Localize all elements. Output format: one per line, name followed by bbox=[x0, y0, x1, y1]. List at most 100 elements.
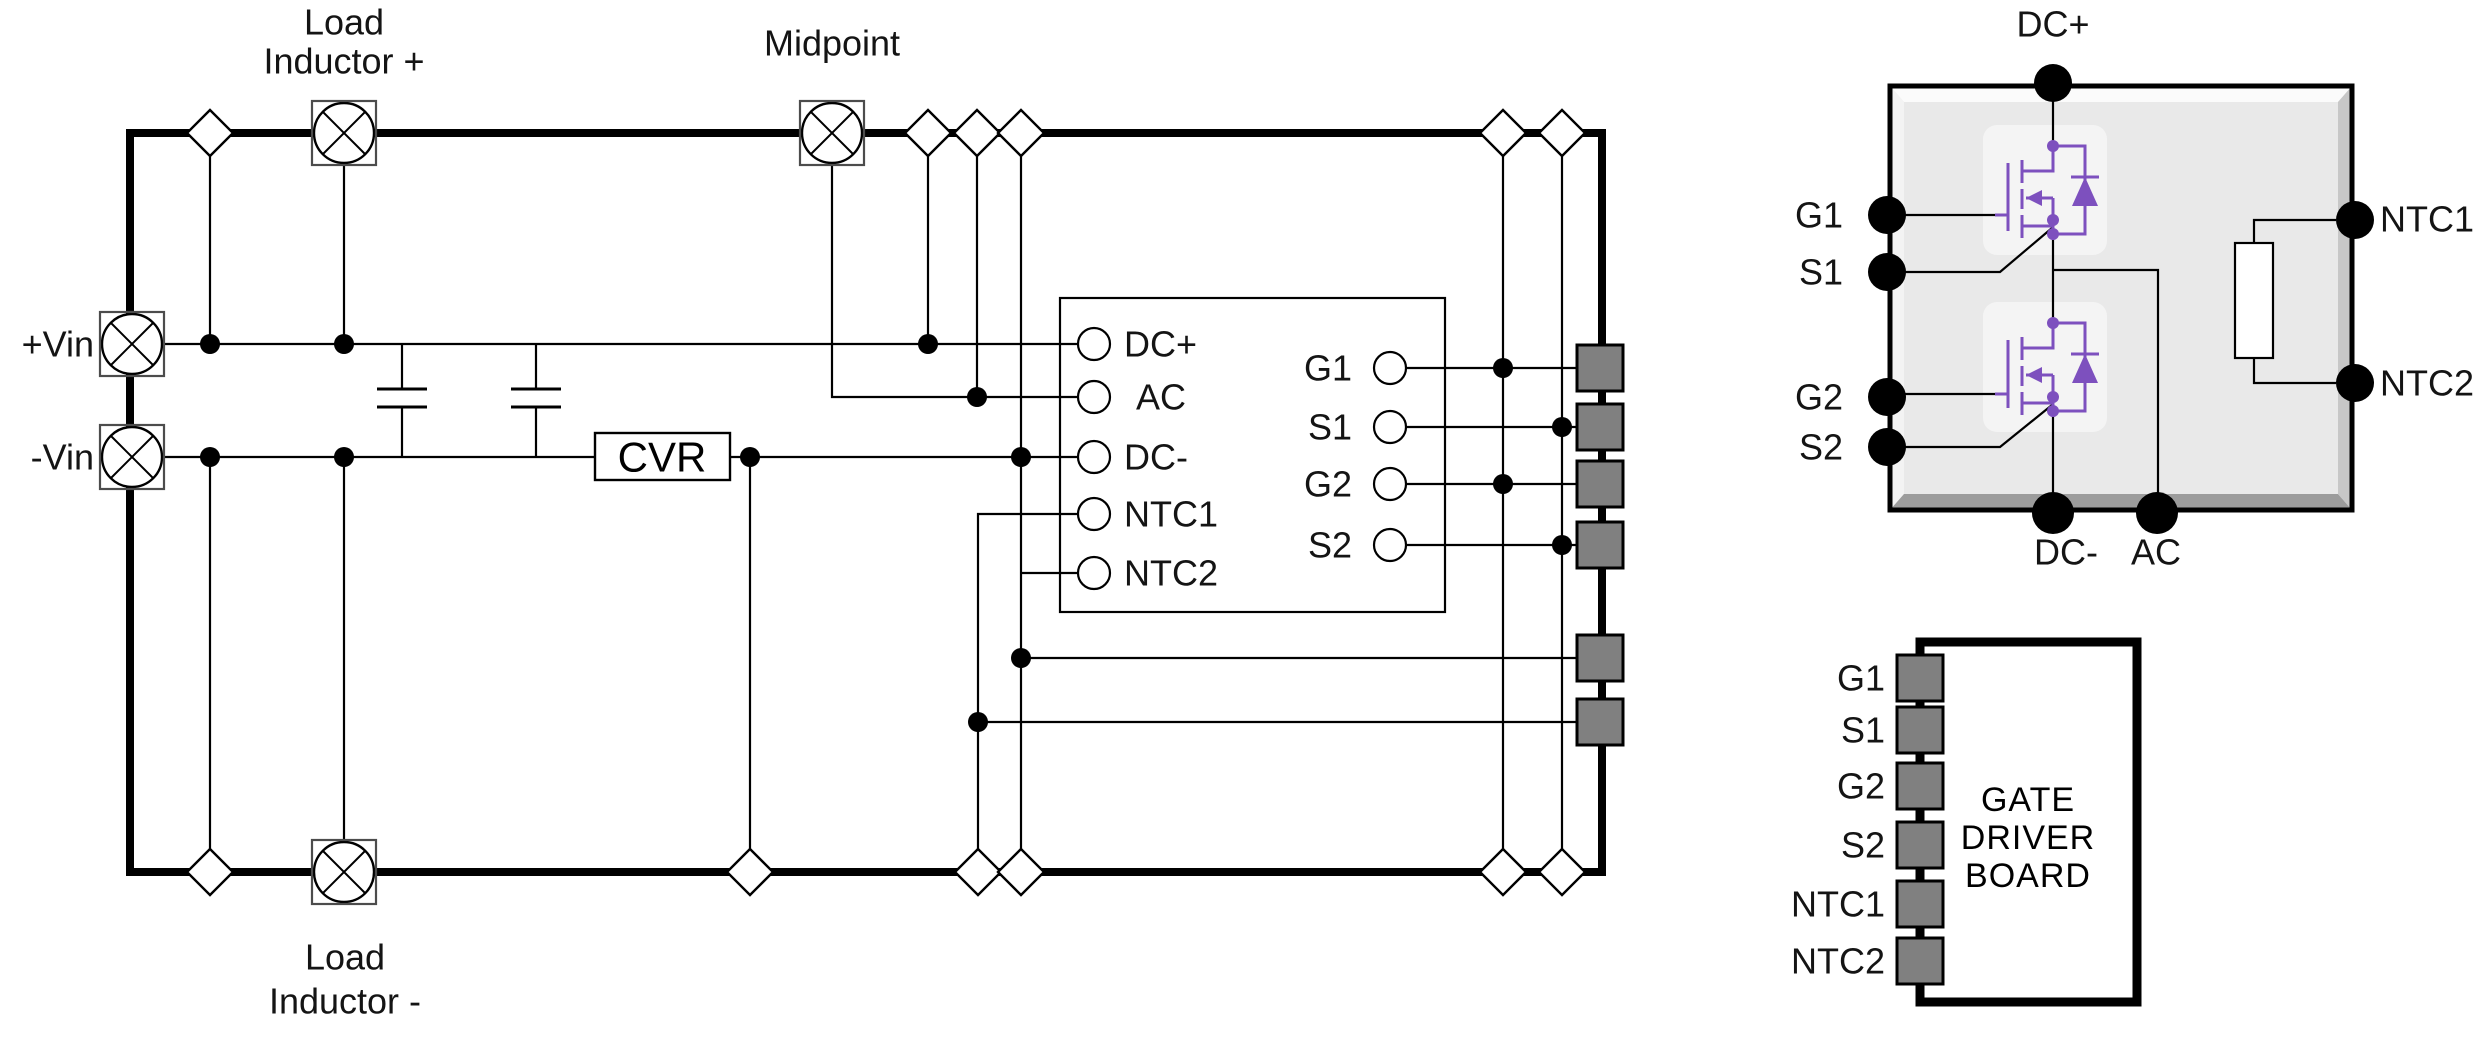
pin-hole-s2 bbox=[1372, 527, 1408, 563]
board-edge-pads bbox=[1575, 343, 1625, 747]
gd-pad-ntc1 bbox=[1895, 879, 1945, 929]
diamond-top-left bbox=[185, 108, 235, 158]
pin-g2 bbox=[1868, 378, 1906, 416]
pin-ntc2 bbox=[2336, 364, 2374, 402]
gate-lead bbox=[1995, 340, 2010, 408]
board-outline bbox=[126, 129, 1606, 876]
pad-ntc1 bbox=[1575, 697, 1625, 747]
diamond-bottom-cvr bbox=[725, 847, 775, 897]
cvr-label: CVR bbox=[618, 434, 707, 481]
main-board: CVR DC+ AC DC- NTC1 NTC2 G1 S1 G2 S2 bbox=[22, 2, 1625, 1022]
label-midpoint: Midpoint bbox=[764, 23, 900, 64]
diamond-bottom-ntc1 bbox=[953, 847, 1003, 897]
pin-ac bbox=[2136, 492, 2178, 534]
cvr-box bbox=[593, 431, 732, 482]
ntc-leads bbox=[2252, 218, 2336, 385]
module-border bbox=[1887, 83, 2355, 513]
capacitor-plates bbox=[377, 387, 427, 409]
dut-pin-label-s1: S1 bbox=[1308, 407, 1352, 448]
drain-lead bbox=[2022, 323, 2055, 350]
terminal-x-icon bbox=[322, 111, 366, 155]
gd-label-g1: G1 bbox=[1837, 658, 1885, 699]
module-label-dcplus: DC+ bbox=[2016, 4, 2089, 45]
mosfet-die-upper bbox=[1983, 125, 2107, 255]
terminal-box bbox=[98, 423, 166, 491]
link-s2-kelvin bbox=[1887, 404, 2053, 449]
dut-pin-label-dcminus: DC- bbox=[1124, 437, 1188, 478]
pin-dc-minus bbox=[2032, 492, 2074, 534]
terminal-x-icon bbox=[110, 435, 154, 479]
dut-pin-label-g2: G2 bbox=[1304, 464, 1352, 505]
diamond-top-mid-2 bbox=[952, 108, 1002, 158]
link-ac bbox=[2053, 268, 2160, 513]
module-body bbox=[1890, 86, 2352, 510]
capacitor-plates bbox=[511, 387, 561, 409]
label-vin-minus: -Vin bbox=[31, 437, 94, 478]
label-load-inductor-plus-line2: Inductor + bbox=[263, 41, 424, 82]
dut-footprint: DC+ AC DC- NTC1 NTC2 G1 S1 G2 S2 bbox=[1058, 296, 1447, 614]
pin-g1 bbox=[1868, 196, 1906, 234]
ntc-thermistor bbox=[2233, 218, 2336, 385]
terminal-midpoint bbox=[798, 99, 866, 167]
gd-label-ntc2: NTC2 bbox=[1791, 941, 1885, 982]
diamond-top-right-2 bbox=[1537, 108, 1587, 158]
pin-hole-ntc1 bbox=[1076, 496, 1112, 532]
pin-hole-dc-minus bbox=[1076, 439, 1112, 475]
gd-pad-g2 bbox=[1895, 761, 1945, 811]
gate-lead bbox=[1995, 163, 2010, 231]
dut-pin-label-ntc1: NTC1 bbox=[1124, 494, 1218, 535]
pad-s2 bbox=[1575, 520, 1625, 570]
body-diode-triangle bbox=[2072, 354, 2098, 383]
dut-pin-label-g1: G1 bbox=[1304, 348, 1352, 389]
pin-hole-s1 bbox=[1372, 409, 1408, 445]
terminal-x-icon bbox=[810, 111, 854, 155]
pin-ntc1 bbox=[2336, 201, 2374, 239]
dut-pin-label-ntc2: NTC2 bbox=[1124, 553, 1218, 594]
diamond-bottom-ntc2 bbox=[996, 847, 1046, 897]
module-label-ntc1: NTC1 bbox=[2380, 199, 2474, 240]
terminal-box bbox=[310, 838, 378, 906]
pin-hole-g2 bbox=[1372, 466, 1408, 502]
diamond-bottom-right-1 bbox=[1478, 847, 1528, 897]
terminal-box bbox=[798, 99, 866, 167]
mosfet-symbol-upper bbox=[1995, 140, 2099, 240]
diamond-top-mid-3 bbox=[996, 108, 1046, 158]
dut-pin-label-s2: S2 bbox=[1308, 525, 1352, 566]
label-load-inductor-minus-line2: Inductor - bbox=[269, 981, 421, 1022]
gate-driver-outline bbox=[1915, 637, 2142, 1007]
gd-label-s2: S2 bbox=[1841, 825, 1885, 866]
dc-link-capacitor-1 bbox=[377, 344, 427, 457]
drain-lead bbox=[2022, 146, 2055, 173]
body-arrow-icon bbox=[2026, 367, 2042, 383]
junction-dots bbox=[200, 334, 1572, 732]
terminal-load-inductor-minus bbox=[310, 838, 378, 906]
terminal-box bbox=[310, 99, 378, 167]
link-s1-kelvin bbox=[1887, 227, 2053, 274]
gd-label-ntc1: NTC1 bbox=[1791, 884, 1885, 925]
module-label-ntc2: NTC2 bbox=[2380, 363, 2474, 404]
board-wires bbox=[164, 156, 1595, 849]
cvr-shunt: CVR bbox=[593, 431, 732, 482]
pin-s1 bbox=[1868, 253, 1906, 291]
pad-g2 bbox=[1575, 459, 1625, 509]
pad-ntc2 bbox=[1575, 633, 1625, 683]
module-bevel-right bbox=[2338, 86, 2352, 510]
ntc-resistor-body bbox=[2233, 241, 2275, 360]
gd-pad-g1 bbox=[1895, 653, 1945, 703]
diamond-top-right-1 bbox=[1478, 108, 1528, 158]
module-label-g2: G2 bbox=[1795, 377, 1843, 418]
gd-title-line3: BOARD bbox=[1965, 857, 2091, 895]
gd-title-line1: GATE bbox=[1981, 781, 2075, 819]
module-label-ac: AC bbox=[2131, 532, 2181, 573]
wire-ntc1-route bbox=[976, 512, 1078, 849]
standoff-diamonds bbox=[185, 108, 1587, 897]
mosfet-die-lower bbox=[1983, 302, 2107, 432]
pin-dc-plus bbox=[2034, 64, 2072, 102]
terminal-box bbox=[98, 310, 166, 378]
diamond-top-mid-1 bbox=[903, 108, 953, 158]
pad-g1 bbox=[1575, 343, 1625, 393]
module-label-g1: G1 bbox=[1795, 195, 1843, 236]
pin-s2 bbox=[1868, 428, 1906, 466]
